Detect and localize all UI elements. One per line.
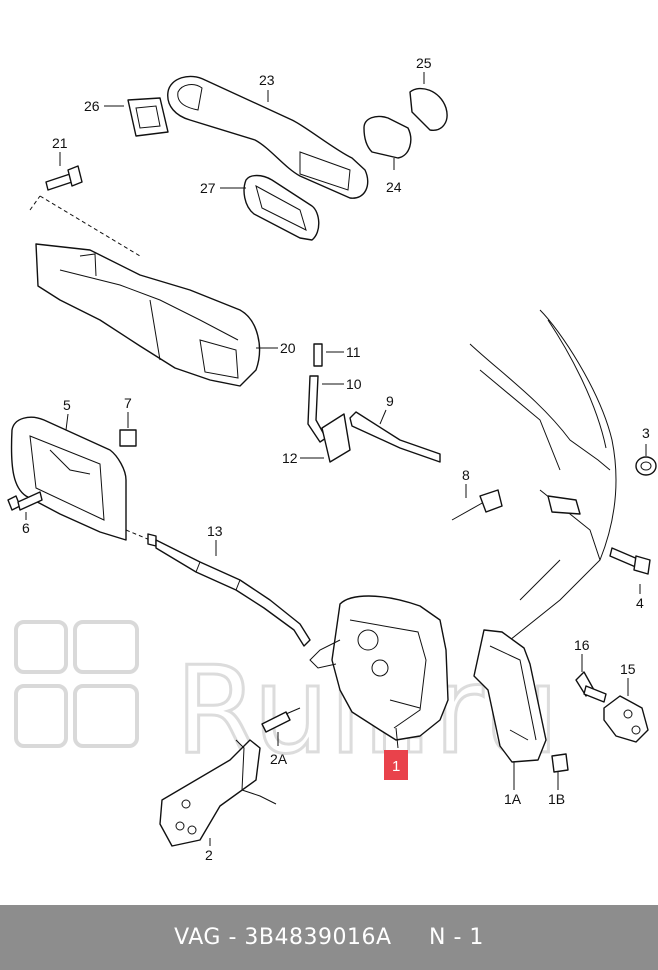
label-23: 23 bbox=[259, 72, 275, 88]
outer-door-handle bbox=[167, 75, 369, 199]
label-9: 9 bbox=[386, 393, 394, 409]
clip-8 bbox=[451, 489, 503, 521]
highlighted-part-1[interactable]: 1 bbox=[384, 750, 408, 780]
bolt-4 bbox=[609, 547, 651, 575]
label-12: 12 bbox=[282, 450, 298, 466]
label-26: 26 bbox=[84, 98, 100, 114]
label-16: 16 bbox=[574, 637, 590, 653]
label-15: 15 bbox=[620, 661, 636, 677]
handle-cap bbox=[363, 87, 448, 159]
door-lock bbox=[309, 595, 449, 749]
label-5: 5 bbox=[63, 397, 71, 413]
label-4: 4 bbox=[636, 595, 644, 611]
screw-6 bbox=[7, 491, 43, 511]
label-1a: 1A bbox=[504, 791, 522, 807]
label-11: 11 bbox=[346, 344, 361, 360]
label-24: 24 bbox=[386, 179, 402, 195]
label-7: 7 bbox=[124, 395, 132, 411]
clip-12 bbox=[321, 413, 351, 463]
footer-bar: VAG - 3B4839016A N - 1 bbox=[0, 905, 658, 970]
screw-16 bbox=[575, 671, 607, 703]
gasket bbox=[243, 174, 320, 241]
striker-15 bbox=[603, 695, 649, 743]
leader-lines bbox=[25, 72, 647, 846]
label-1b: 1B bbox=[548, 791, 565, 807]
pin-11 bbox=[313, 343, 323, 367]
rivet-2a bbox=[261, 707, 301, 733]
handle-carrier bbox=[35, 243, 261, 387]
watermark-logo: Ruli.ru bbox=[14, 620, 561, 783]
cover-1a bbox=[473, 629, 547, 763]
grommet-3 bbox=[635, 456, 657, 476]
label-1: 1 bbox=[392, 758, 400, 775]
bolt-21 bbox=[45, 165, 83, 191]
clip-7 bbox=[119, 429, 137, 447]
bracket-2 bbox=[159, 739, 277, 847]
rod-9 bbox=[349, 411, 441, 463]
label-21: 21 bbox=[52, 135, 68, 151]
label-25: 25 bbox=[416, 55, 432, 71]
label-3: 3 bbox=[642, 425, 650, 441]
label-2a: 2A bbox=[270, 751, 288, 767]
handle-seal bbox=[127, 97, 169, 137]
label-2: 2 bbox=[205, 847, 213, 863]
bowden-cable bbox=[125, 529, 311, 647]
door-frame bbox=[469, 309, 617, 641]
exploded-parts-diagram: Ruli.ru bbox=[7, 55, 657, 863]
inner-door-handle bbox=[10, 416, 127, 541]
label-6: 6 bbox=[22, 520, 30, 536]
label-27: 27 bbox=[200, 180, 216, 196]
label-8: 8 bbox=[462, 467, 470, 483]
label-13: 13 bbox=[207, 523, 223, 539]
part-number-caption: VAG - 3B4839016A N - 1 bbox=[174, 925, 484, 950]
label-20: 20 bbox=[280, 340, 296, 356]
screw-1b bbox=[551, 753, 569, 773]
label-10: 10 bbox=[346, 376, 362, 392]
